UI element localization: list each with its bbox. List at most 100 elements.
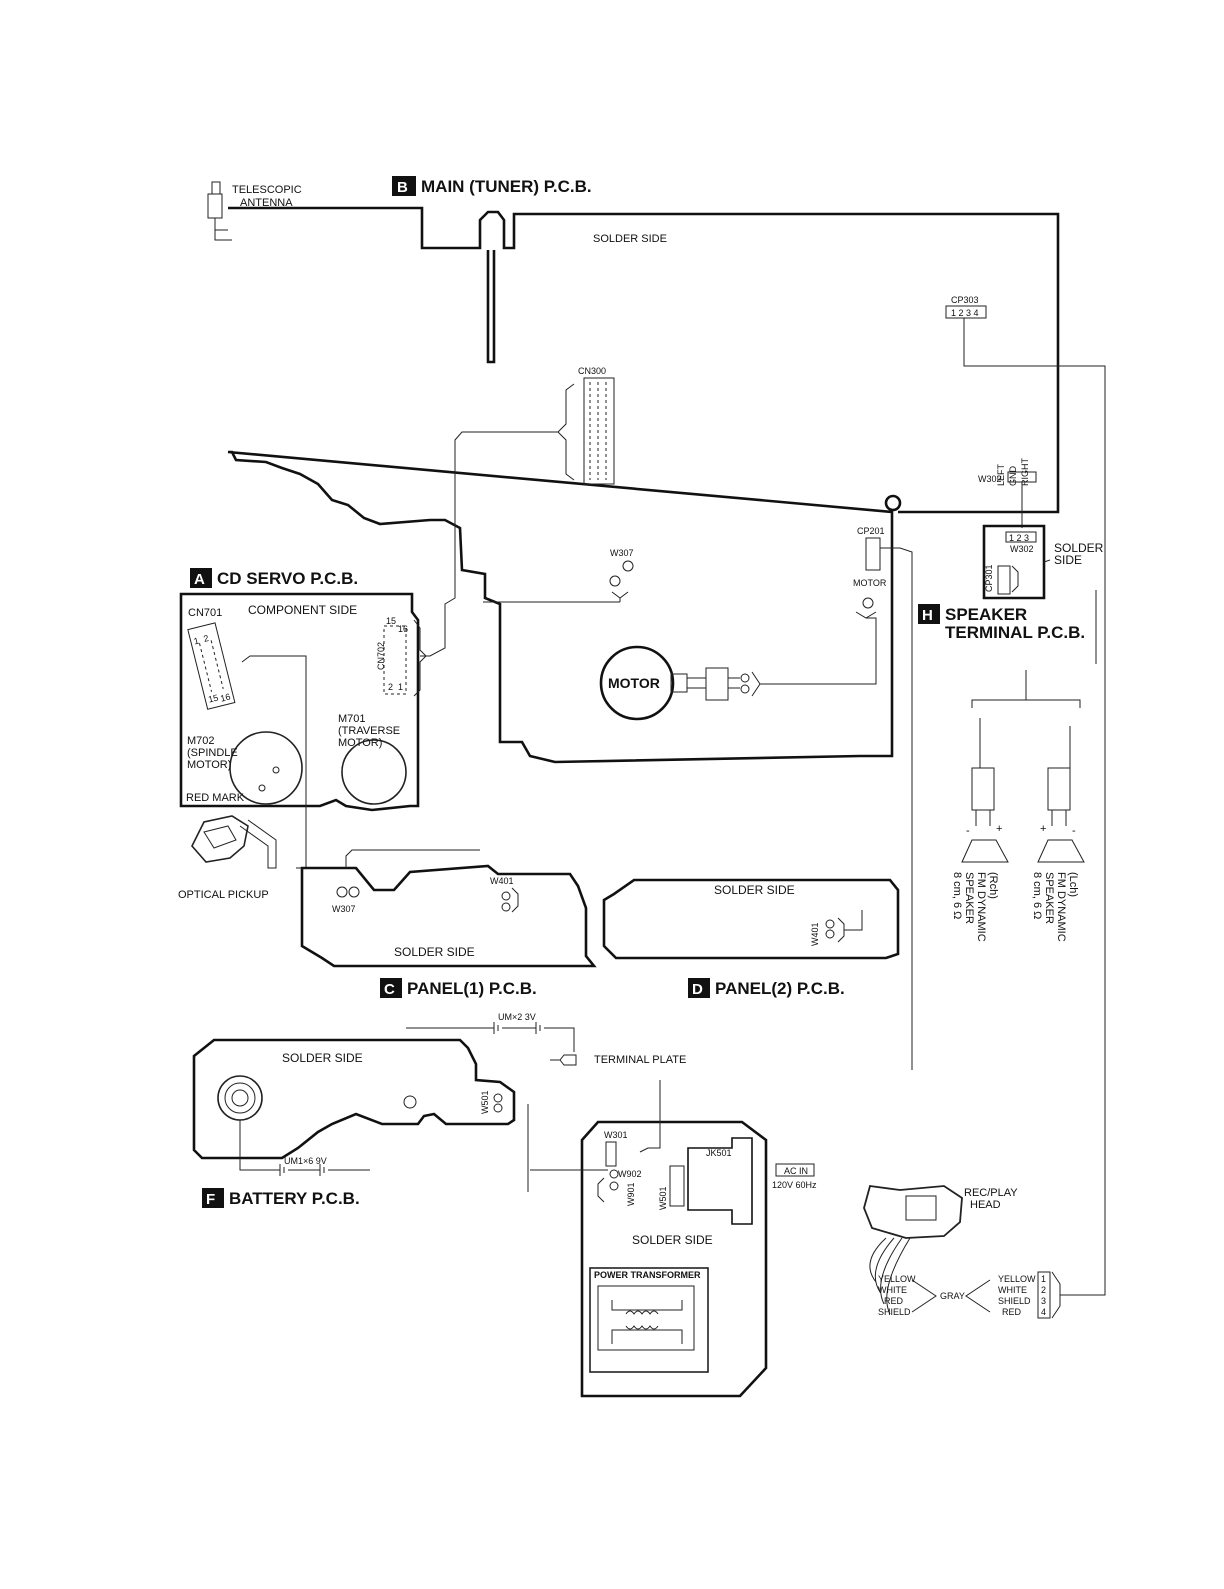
svg-text:1: 1: [1041, 1274, 1046, 1284]
w901-label: W901: [626, 1182, 636, 1206]
cn702-pin2: 2: [388, 682, 393, 692]
w302-lower-label: W302: [1010, 544, 1034, 554]
svg-text:4: 4: [1041, 1307, 1046, 1317]
m702-label-1: M702: [187, 735, 215, 747]
panel2-letter: D: [692, 981, 703, 998]
panel2-title: PANEL(2) P.C.B.: [715, 979, 845, 998]
jk501-jack: [687, 1137, 753, 1225]
panel1-pcb: W307 W401 SOLDER SIDE C PANEL(1) P.C.B.: [300, 849, 597, 998]
svg-text:YELLOW: YELLOW: [878, 1274, 916, 1284]
svg-text:FM DYNAMIC: FM DYNAMIC: [975, 872, 987, 942]
terminal-plate-symbol: [550, 1054, 577, 1066]
rch-speaker-magnet: [971, 767, 995, 811]
power-pcb-outline: [580, 1120, 768, 1398]
head-connector: [1037, 1271, 1051, 1319]
speaker-pcb-outline: [982, 524, 1046, 600]
battery-pcb-outline: [192, 1038, 516, 1160]
svg-text:FM DYNAMIC: FM DYNAMIC: [1055, 872, 1067, 942]
battery-title: BATTERY P.C.B.: [229, 1189, 360, 1208]
cp201-label: CP201: [857, 526, 885, 536]
power-transformer-box: [589, 1267, 709, 1373]
transformer-coil: [625, 1310, 659, 1330]
svg-text:1 2 3 4: 1 2 3 4: [951, 308, 979, 318]
cn300-brace: [557, 383, 575, 481]
svg-text:8 cm, 6 Ω: 8 cm, 6 Ω: [951, 872, 963, 919]
cn300-body: [583, 377, 615, 485]
cn702-pin16: 16: [398, 624, 408, 634]
panel1-title: PANEL(1) P.C.B.: [407, 979, 537, 998]
main-pcb-side: SOLDER SIDE: [593, 233, 667, 245]
jk501-label: JK501: [706, 1148, 732, 1158]
svg-text:YELLOW: YELLOW: [998, 1274, 1036, 1284]
lch-speaker-cone: [1037, 839, 1085, 863]
svg-text:-: -: [966, 825, 970, 837]
cn701-body: 1 2 15 16: [187, 622, 236, 710]
m702-label-2: (SPINDLE: [187, 747, 238, 759]
cn300-to-cn702-wire: [420, 431, 558, 657]
w501-label: W501: [480, 1090, 490, 1114]
head-wires: [869, 1237, 911, 1315]
cn701-label: CN701: [188, 607, 222, 619]
ac-spec-label: 120V 60Hz: [772, 1180, 817, 1190]
cp303-label: CP303: [951, 295, 979, 305]
motor-connector-label: MOTOR: [853, 578, 887, 588]
telescopic-antenna: TELESCOPIC ANTENNA: [207, 181, 302, 241]
optical-pickup-label: OPTICAL PICKUP: [178, 889, 269, 901]
panel1-side: SOLDER SIDE: [394, 945, 475, 959]
motor-wire: [760, 611, 877, 685]
svg-text:SHIELD: SHIELD: [878, 1307, 911, 1317]
main-tuner-pcb: B MAIN (TUNER) P.C.B. SOLDER SIDE: [227, 176, 1060, 764]
cp201-connector: CP201 MOTOR: [760, 526, 913, 1070]
power-pcb: W301 W902 W901 W501 JK501 AC IN 120V 60H…: [530, 1080, 817, 1398]
main-pcb-letter-box: [392, 176, 416, 196]
svg-text:8 cm, 6 Ω: 8 cm, 6 Ω: [1031, 872, 1043, 919]
speaker-pin-gnd: GND: [1008, 466, 1018, 487]
cn702-body: [383, 625, 407, 695]
w401-label: W401: [490, 876, 514, 886]
cp201-body: [865, 537, 881, 571]
w307-panel1-label: W307: [332, 904, 356, 914]
cp301-label: CP301: [984, 564, 994, 592]
speaker-terminal-pcb: 1 2 3 W302 CP301 SOLDER SIDE H SPEAKER T…: [918, 524, 1104, 664]
panel2-outline: [602, 878, 900, 960]
head-label-2: HEAD: [970, 1199, 1001, 1211]
rec-play-head: REC/PLAY HEAD YELLOW WHITE RED SHIELD GR…: [863, 1185, 1068, 1319]
battery-top-wiring: UM×2 3V TERMINAL PLATE: [406, 1012, 686, 1066]
ac-in-box: [775, 1163, 815, 1177]
antenna-body: [207, 193, 223, 219]
m701-label-3: MOTOR): [338, 737, 382, 749]
panel2-pcb: SOLDER SIDE W401 D PANEL(2) P.C.B.: [602, 878, 900, 998]
main-motor-label: MOTOR: [608, 675, 660, 691]
w307-main: W307: [483, 548, 634, 603]
svg-text:WHITE: WHITE: [998, 1285, 1027, 1295]
cd-servo-title: CD SERVO P.C.B.: [217, 569, 358, 588]
lch-speaker-label: (Lch) FM DYNAMIC SPEAKER 8 cm, 6 Ω: [1031, 872, 1079, 942]
speaker-pcb-letter: H: [922, 607, 933, 624]
cd-servo-outline: [179, 592, 420, 812]
cn702-pin1: 1: [398, 682, 403, 692]
antenna-tip: [211, 181, 221, 195]
svg-text:SPEAKER: SPEAKER: [963, 872, 975, 924]
lch-speaker-magnet: [1047, 767, 1071, 811]
antenna-label-1: TELESCOPIC: [232, 184, 302, 196]
svg-text:RED: RED: [884, 1296, 904, 1306]
main-pcb-outline: [227, 206, 1060, 764]
main-pcb-title-text: MAIN (TUNER) P.C.B.: [421, 177, 592, 196]
svg-text:2: 2: [1041, 1285, 1046, 1295]
svg-text:16: 16: [219, 692, 231, 704]
cn300-connector: CN300: [420, 366, 615, 657]
cp201-wire: [880, 547, 913, 1070]
cn702-label: CN702: [376, 642, 386, 670]
svg-text:3: 3: [1041, 1296, 1046, 1306]
m702-label-3: MOTOR): [187, 759, 231, 771]
rch-speaker-label: (Rch) FM DYNAMIC SPEAKER 8 cm, 6 Ω: [951, 872, 999, 942]
w307-label: W307: [610, 548, 634, 558]
rch-speaker-cone: [961, 839, 1009, 863]
m701-label-2: (TRAVERSE: [338, 725, 400, 737]
gray-label: GRAY: [940, 1291, 965, 1301]
main-pcb-title: B MAIN (TUNER) P.C.B.: [392, 176, 592, 196]
svg-text:1 2 3: 1 2 3: [1009, 533, 1029, 543]
cd-servo-pcb: A CD SERVO P.C.B. COMPONENT SIDE CN701 1…: [179, 568, 427, 869]
cn702-pin15: 15: [386, 616, 396, 626]
